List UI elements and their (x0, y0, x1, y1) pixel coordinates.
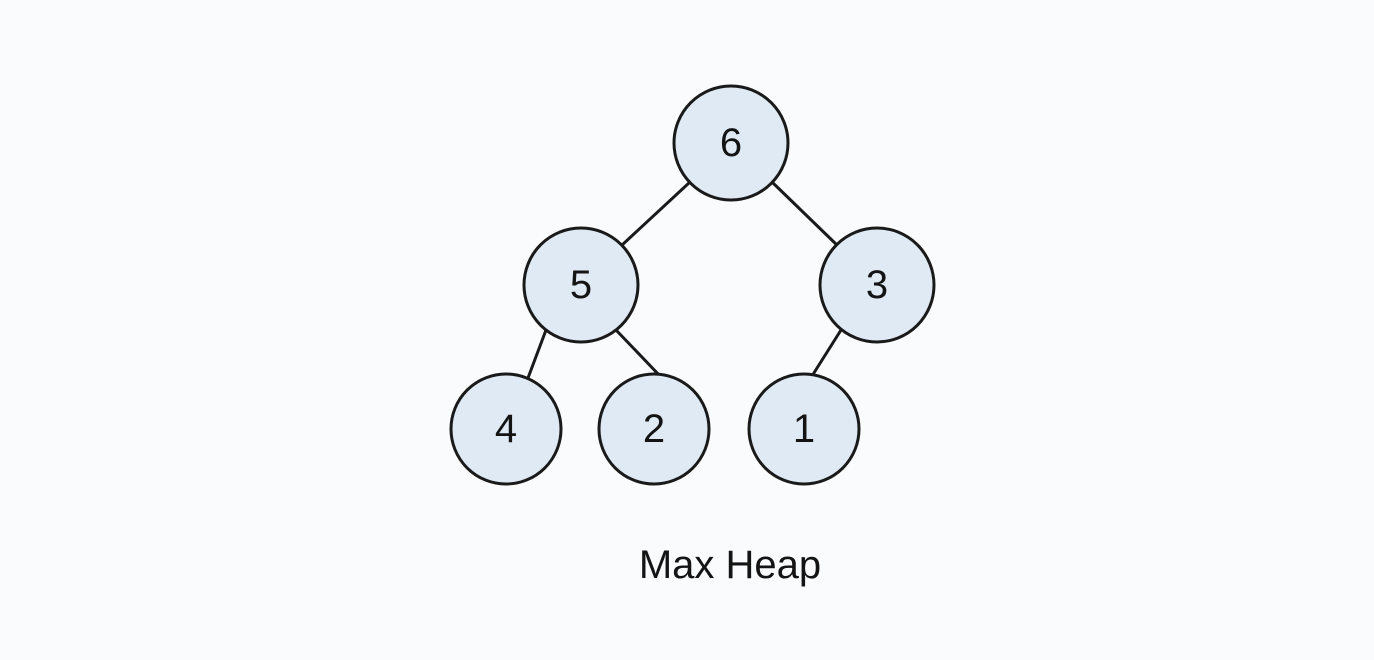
node-value-label: 4 (495, 407, 517, 451)
node-circle[interactable] (449, 372, 563, 486)
edge-left-to-leftleaf (526, 328, 548, 380)
node-value-label: 1 (793, 407, 815, 451)
node-circle[interactable] (597, 372, 711, 486)
node-value-label: 3 (866, 263, 888, 307)
node-value-label: 6 (720, 121, 742, 165)
node-right-child[interactable]: 3 (818, 226, 936, 344)
edge-right-to-leaf (810, 328, 843, 378)
node-left-child[interactable]: 5 (522, 226, 640, 344)
nodes-group: 6 5 3 4 2 1 (449, 84, 936, 486)
node-value-label: 5 (570, 263, 592, 307)
node-circle[interactable] (522, 226, 640, 344)
node-circle[interactable] (747, 372, 861, 486)
edge-root-to-left (619, 180, 692, 248)
node-leaf-1[interactable]: 4 (449, 372, 563, 486)
node-leaf-3[interactable]: 1 (747, 372, 861, 486)
diagram-caption: Max Heap (639, 543, 821, 587)
edge-root-to-right (770, 180, 840, 248)
node-value-label: 2 (643, 407, 665, 451)
edges-group (526, 180, 843, 380)
node-root[interactable]: 6 (672, 84, 790, 202)
node-circle[interactable] (672, 84, 790, 202)
node-circle[interactable] (818, 226, 936, 344)
edge-left-to-rightleaf (614, 328, 663, 379)
node-leaf-2[interactable]: 2 (597, 372, 711, 486)
